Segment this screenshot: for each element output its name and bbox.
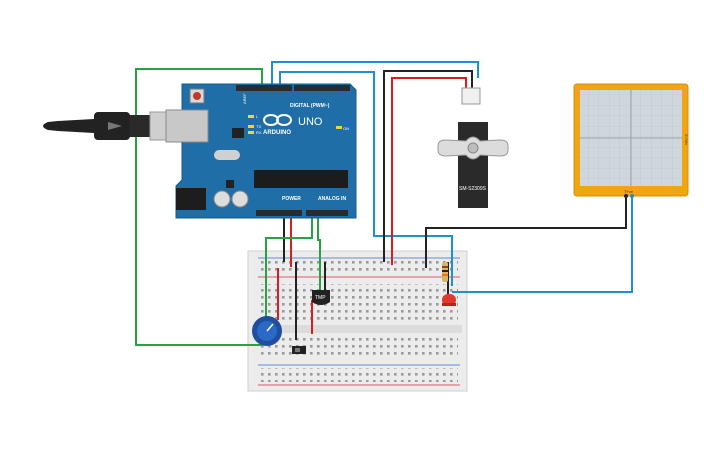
servo-model-label: SM-S2309S [459, 186, 487, 192]
digital-pins-label: DIGITAL (PWM~) [290, 103, 330, 109]
temperature-sensor[interactable]: TMP [312, 290, 330, 305]
arduino-model-label: UNO [298, 116, 323, 128]
scope-probe-label: T+ve [624, 189, 634, 194]
wire-black-scope[interactable] [425, 196, 627, 268]
scope-scale-label: 5V/div [684, 134, 689, 145]
wires [135, 61, 633, 346]
usb-cable-icon [43, 111, 183, 141]
on-label: ON [343, 126, 349, 131]
led-red[interactable] [442, 294, 456, 306]
aref-label: AREF [242, 93, 247, 104]
slide-switch[interactable] [292, 346, 306, 354]
oscilloscope[interactable]: 5V/div T+ve [573, 83, 689, 198]
resistor[interactable] [442, 262, 448, 282]
arduino-uno-board[interactable]: ARDUINO UNO DIGITAL (PWM~) AREF ON TX RX… [165, 83, 357, 219]
tmp-label: TMP [315, 295, 326, 301]
analog-in-label: ANALOG IN [318, 196, 346, 202]
breadboard[interactable] [247, 250, 468, 392]
wire-blue-led-2[interactable] [279, 71, 453, 286]
wire-red-servo[interactable] [391, 77, 467, 265]
l-label: L [256, 114, 259, 119]
potentiometer[interactable] [252, 316, 282, 346]
arduino-brand-label: ARDUINO [263, 130, 291, 136]
wire-black-servo[interactable] [383, 70, 473, 262]
tx-label: TX [256, 124, 261, 129]
rx-label: RX [256, 130, 262, 135]
power-label: POWER [282, 196, 301, 202]
arduino-infinity-icon [263, 114, 292, 126]
wire-green-loop[interactable] [135, 68, 263, 346]
servo-motor[interactable]: SM-S2309S [437, 87, 509, 208]
wire-green-a0[interactable] [265, 212, 313, 318]
wire-blue-scope[interactable] [452, 196, 633, 293]
wire-blue-led[interactable] [271, 61, 479, 91]
wire-green-a1[interactable] [317, 212, 321, 292]
